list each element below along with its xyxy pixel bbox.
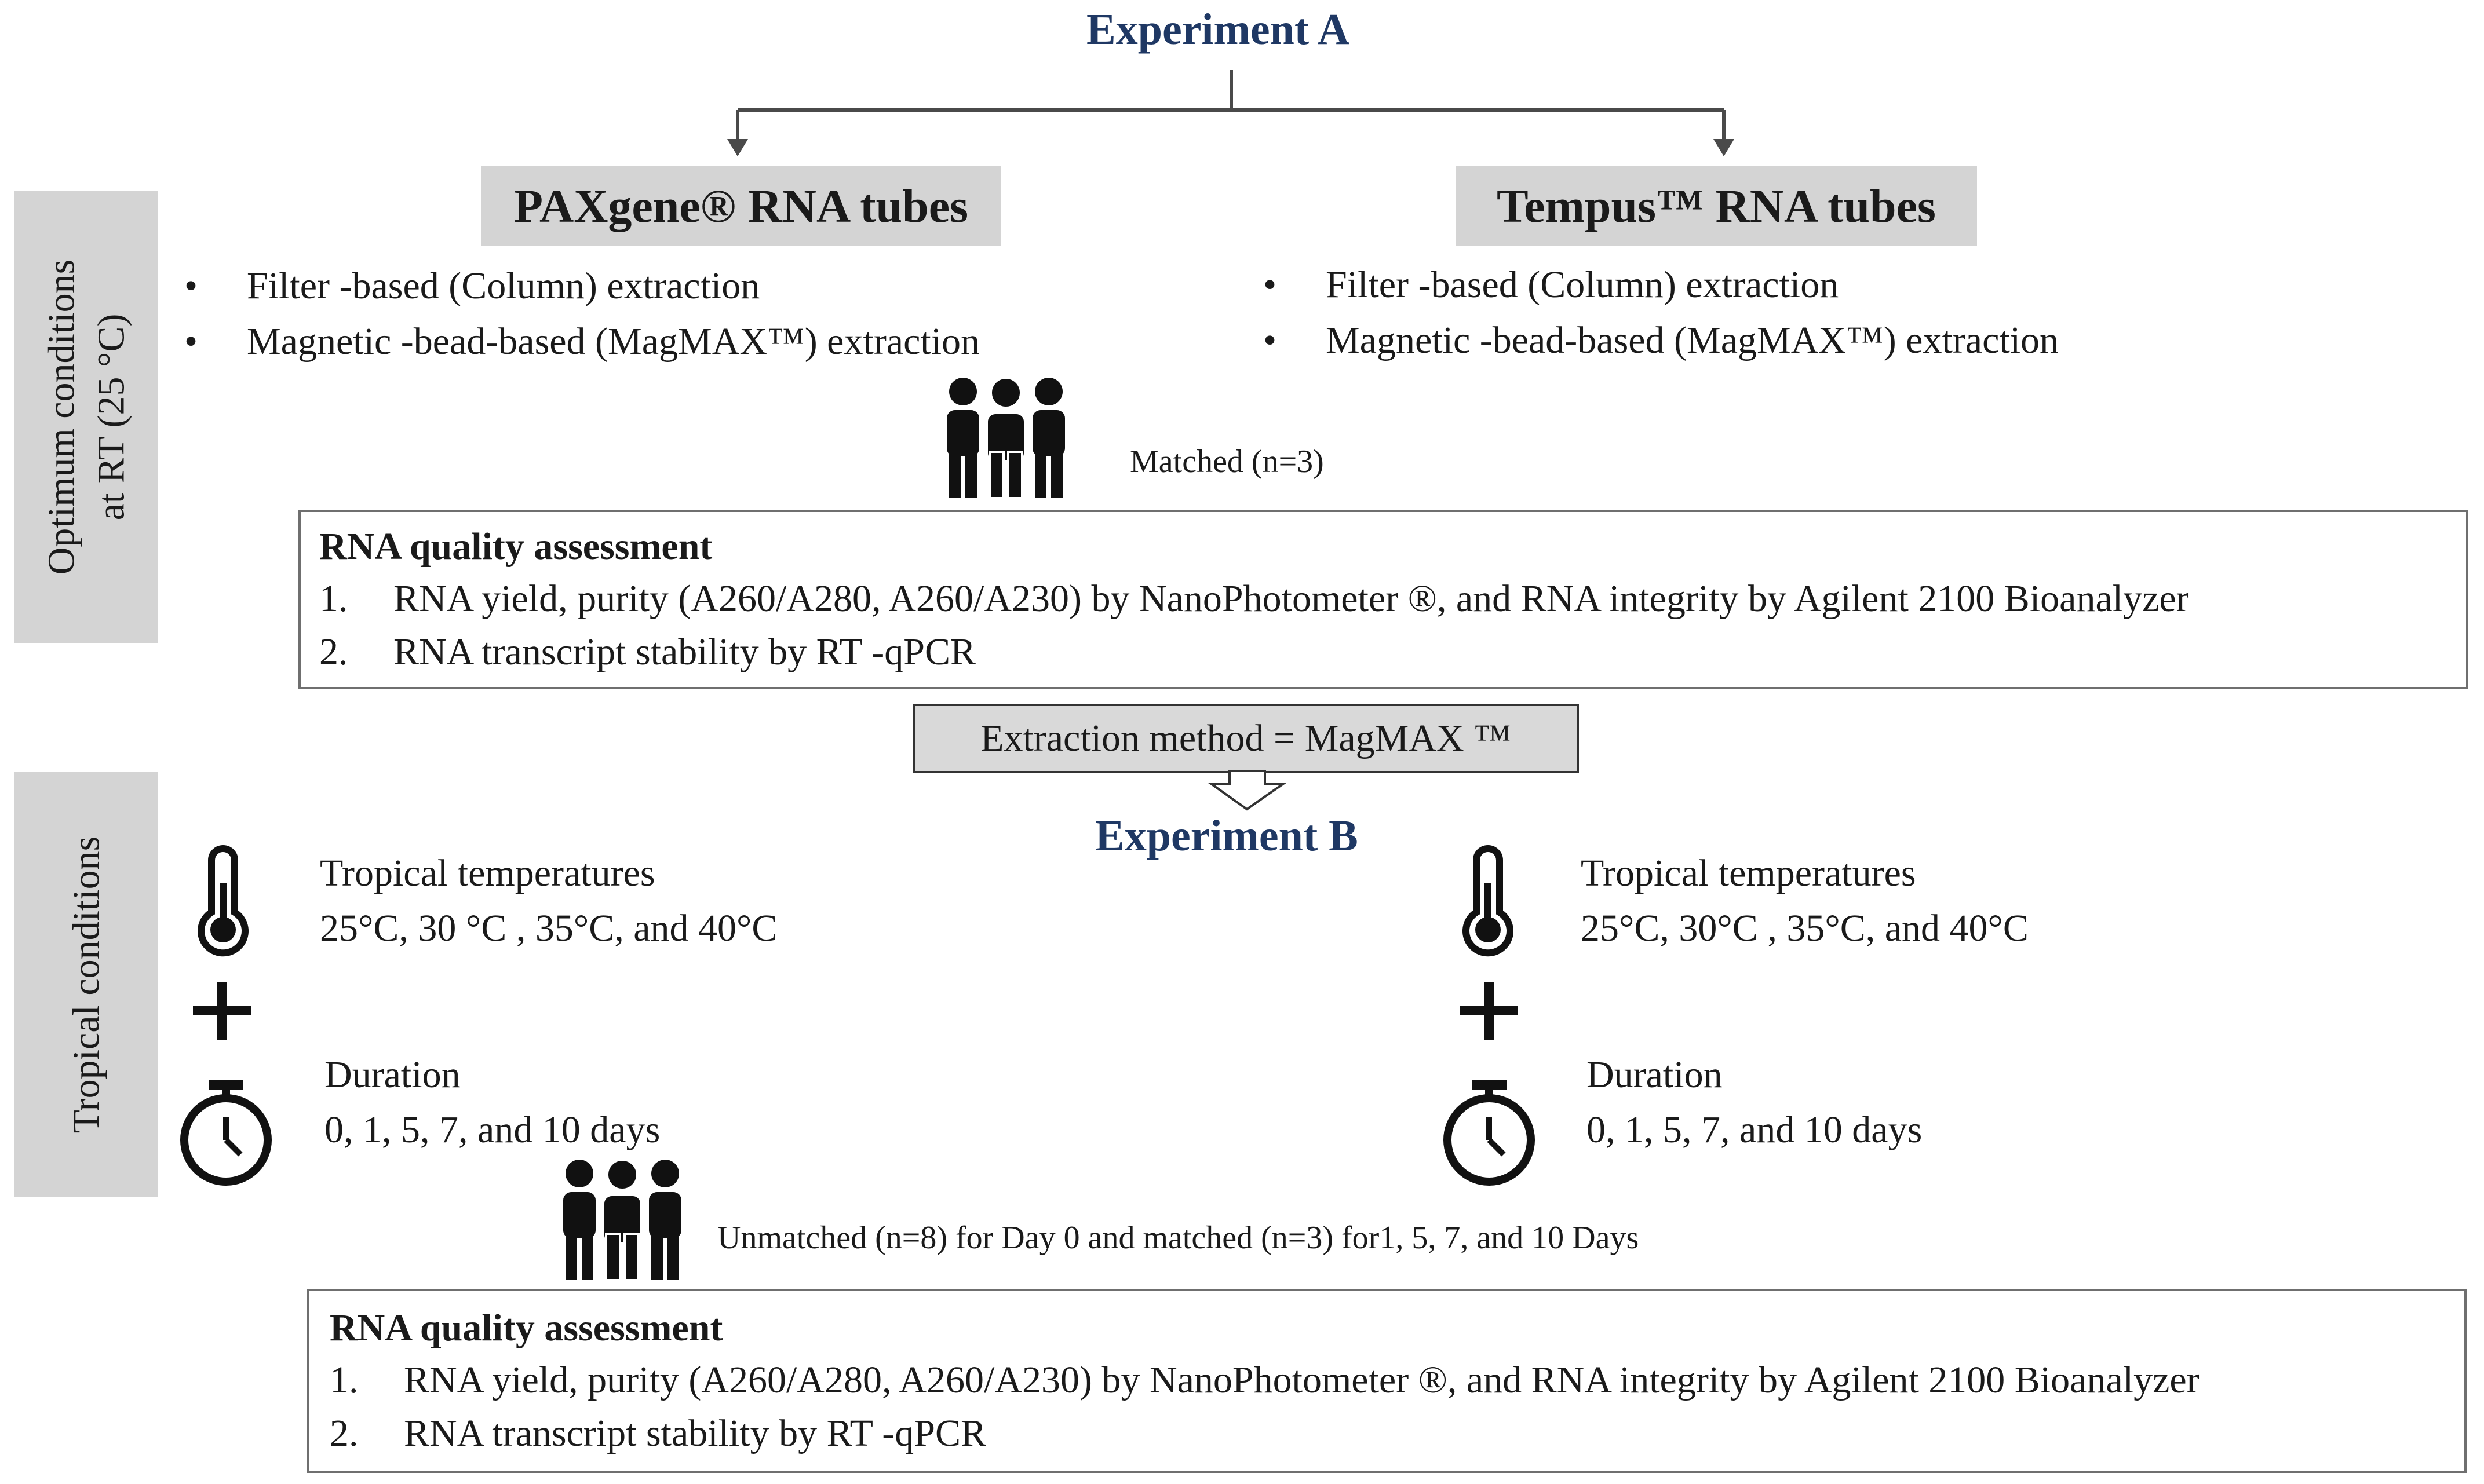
quality-assessment-title: RNA quality assessment [330, 1307, 723, 1349]
paxgene-tube-label-text: PAXgene® RNA tubes [513, 180, 969, 232]
plus-icon [1460, 982, 1518, 1040]
side-label-tropical: Tropical conditions [14, 772, 158, 1197]
tropical-temperatures-title-right: Tropical temperatures [1581, 852, 1916, 894]
tropical-temperatures-title-left: Tropical temperatures [320, 852, 655, 894]
tempus-tube-label-text: Tempus™ RNA tubes [1497, 180, 1936, 232]
list-item: Filter -based (Column) extraction [184, 258, 980, 314]
participants-matched: Matched (n=3) [1130, 444, 1324, 480]
stopwatch-icon [180, 1080, 272, 1186]
side-label-line-1: Optimum conditions [40, 259, 82, 575]
item-number: 2. [319, 631, 348, 673]
item-text: RNA transcript stability by RT -qPCR [404, 1412, 987, 1454]
quality-assessment-box-a: RNA quality assessment 1. RNA yield, puri… [298, 510, 2468, 689]
paxgene-extraction-list: Filter -based (Column) extraction Magnet… [184, 258, 980, 370]
list-item: Magnetic -bead-based (MagMAX™) extractio… [184, 314, 980, 370]
tropical-temperatures-values-right: 25°C, 30°C , 35°C, and 40°C [1581, 907, 2029, 949]
paxgene-tube-label: PAXgene® RNA tubes [481, 166, 1001, 246]
duration-values-left: 0, 1, 5, 7, and 10 days [324, 1109, 661, 1151]
item-text: RNA yield, purity (A260/A280, A260/A230)… [393, 577, 2189, 620]
list-item: 2. RNA transcript stability by RT -qPCR [319, 626, 2466, 679]
tropical-temperatures-values-left: 25°C, 30 °C , 35°C, and 40°C [320, 907, 778, 949]
experiment-b-title: Experiment B [1095, 812, 1358, 860]
item-number: 2. [330, 1412, 359, 1454]
list-item: 1. RNA yield, purity (A260/A280, A260/A23… [330, 1354, 2464, 1407]
duration-title-right: Duration [1586, 1054, 1723, 1096]
quality-assessment-list: 1. RNA yield, purity (A260/A280, A260/A23… [330, 1354, 2464, 1460]
extraction-method-text: Extraction method = MagMAX ™ [980, 717, 1511, 759]
list-item: Magnetic -bead-based (MagMAX™) extractio… [1263, 313, 2059, 368]
duration-title-left: Duration [324, 1054, 461, 1096]
side-label-line-2: at RT (25 °C) [90, 313, 132, 521]
side-label-tropical-text: Tropical conditions [61, 836, 111, 1133]
quality-assessment-box-b: RNA quality assessment 1. RNA yield, puri… [307, 1289, 2467, 1473]
side-label-optimum-text: Optimum conditions at RT (25 °C) [37, 259, 136, 575]
people-group-icon [563, 1157, 681, 1281]
item-number: 1. [319, 577, 348, 620]
tempus-extraction-list: Filter -based (Column) extraction Magnet… [1263, 257, 2059, 368]
side-label-line-1: Tropical conditions [65, 836, 108, 1133]
quality-assessment-title: RNA quality assessment [319, 525, 713, 568]
thermometer-icon [198, 845, 249, 957]
tempus-tube-label: Tempus™ RNA tubes [1456, 166, 1977, 246]
stopwatch-icon [1443, 1080, 1535, 1186]
participants-unmatched-matched: Unmatched (n=8) for Day 0 and matched (n… [717, 1220, 1639, 1256]
down-arrow-icon [1207, 770, 1287, 811]
list-item: 2. RNA transcript stability by RT -qPCR [330, 1407, 2464, 1460]
item-number: 1. [330, 1359, 359, 1401]
duration-values-right: 0, 1, 5, 7, and 10 days [1586, 1109, 1923, 1151]
people-group-icon [947, 375, 1065, 499]
list-item: Filter -based (Column) extraction [1263, 257, 2059, 313]
thermometer-icon [1462, 845, 1513, 957]
extraction-method-box: Extraction method = MagMAX ™ [913, 704, 1579, 773]
side-label-optimum: Optimum conditions at RT (25 °C) [14, 191, 158, 643]
plus-icon [193, 982, 251, 1040]
item-text: RNA transcript stability by RT -qPCR [393, 631, 976, 673]
list-item: 1. RNA yield, purity (A260/A280, A260/A23… [319, 572, 2466, 626]
experiment-a-title: Experiment A [1086, 5, 1349, 54]
quality-assessment-list: 1. RNA yield, purity (A260/A280, A260/A23… [319, 572, 2466, 679]
item-text: RNA yield, purity (A260/A280, A260/A230)… [404, 1359, 2200, 1401]
